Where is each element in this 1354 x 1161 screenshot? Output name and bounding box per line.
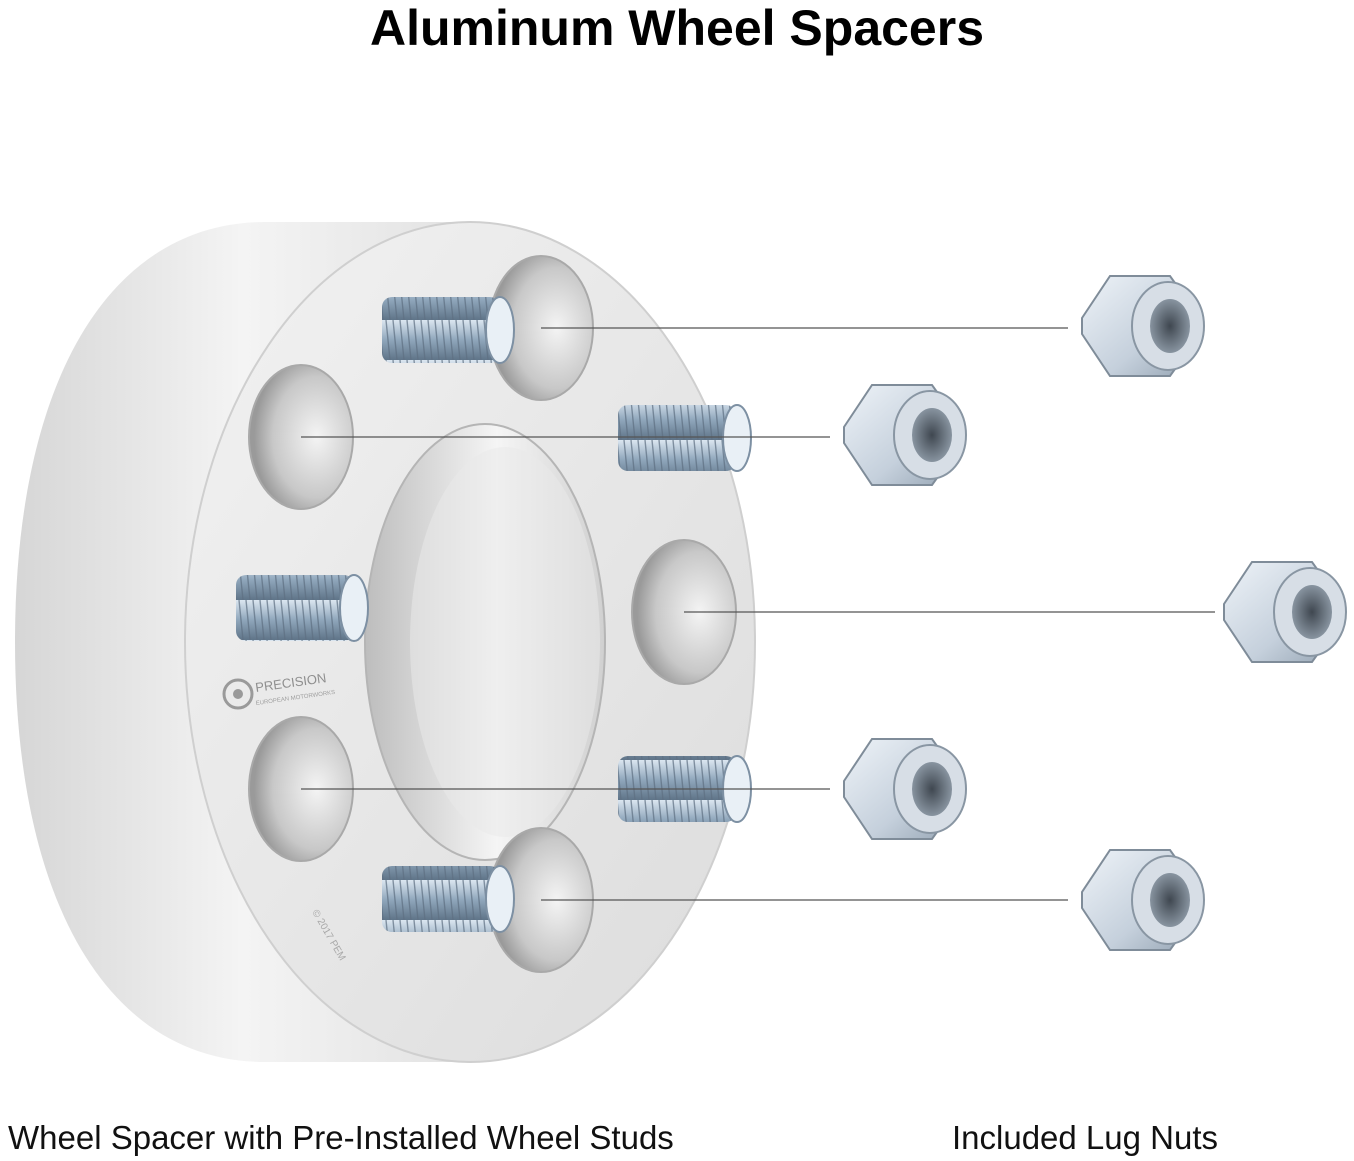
lug-nut <box>1081 275 1205 377</box>
lug-nut <box>1081 849 1205 951</box>
wheel-studs <box>236 296 752 933</box>
lug-nut <box>843 384 967 486</box>
spacer-caption: Wheel Spacer with Pre-Installed Wheel St… <box>8 1119 674 1156</box>
lug-nut <box>1223 561 1347 663</box>
lug-nuts <box>843 275 1347 951</box>
lug-nuts-caption: Included Lug Nuts <box>952 1119 1219 1156</box>
wheel-stud <box>618 404 752 472</box>
page-title: Aluminum Wheel Spacers <box>369 0 985 56</box>
wheel-stud <box>382 865 515 933</box>
leader-lines <box>301 327 1215 901</box>
lug-nut <box>843 738 967 840</box>
wheel-stud <box>382 296 515 364</box>
wheel-stud <box>236 574 369 642</box>
